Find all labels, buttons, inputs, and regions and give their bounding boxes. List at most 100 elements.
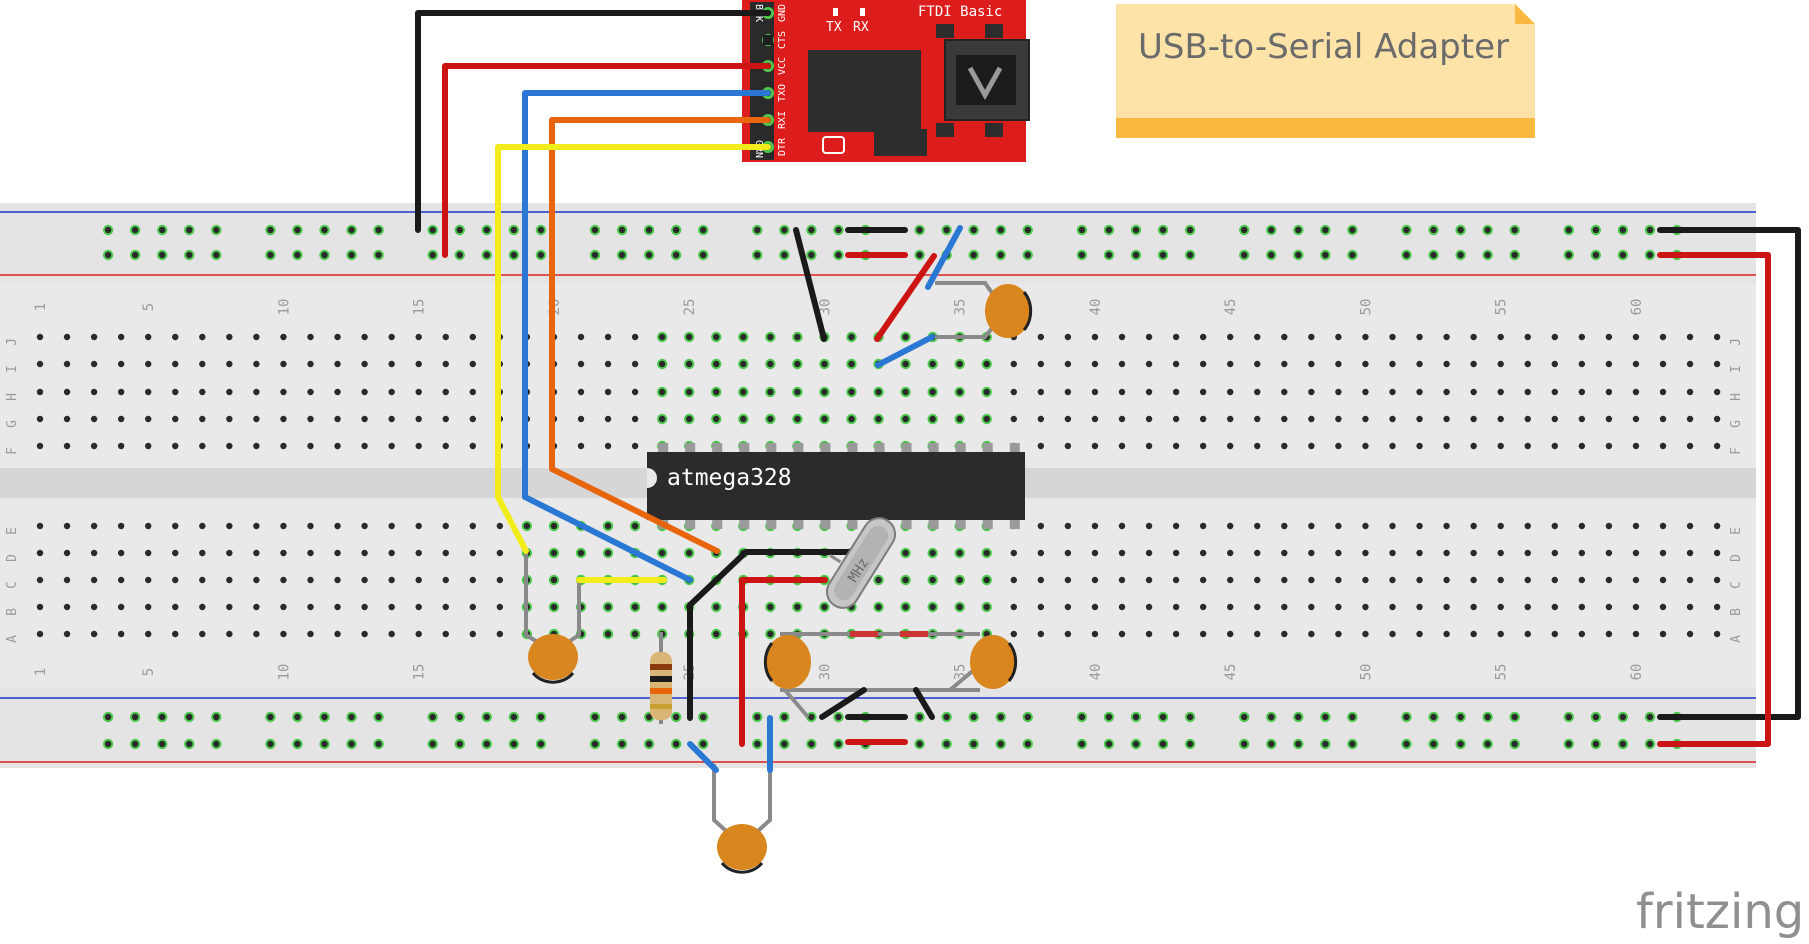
note-corner-fold	[1515, 4, 1535, 24]
rail-hole	[1266, 224, 1277, 236]
breadboard-hole	[253, 388, 260, 396]
breadboard-hole	[629, 601, 641, 613]
breadboard-hole	[1199, 630, 1207, 638]
breadboard-hole	[253, 549, 260, 557]
breadboard-hole	[1145, 549, 1153, 557]
rail-hole	[346, 249, 357, 261]
breadboard-hole	[36, 388, 44, 396]
breadboard-hole	[172, 576, 179, 584]
breadboard-hole	[1172, 522, 1180, 530]
breadboard-hole	[1578, 549, 1586, 557]
breadboard-hole	[63, 522, 71, 530]
breadboard-hole	[575, 547, 587, 559]
chip-pin	[901, 519, 912, 529]
rail-hole	[508, 738, 520, 750]
rail-hole	[427, 249, 438, 261]
rail-hole	[643, 224, 655, 236]
breadboard-hole	[1470, 388, 1477, 396]
wires	[415, 10, 1801, 773]
breadboard-hole	[469, 603, 476, 611]
breadboard-hole	[1551, 603, 1559, 611]
capacitor-body	[717, 824, 767, 870]
breadboard-hole	[684, 413, 695, 425]
breadboard-hole	[1064, 549, 1072, 557]
breadboard-hole	[1308, 360, 1315, 368]
breadboard-hole	[1497, 415, 1504, 423]
rail-hole	[914, 249, 925, 261]
breadboard-hole	[684, 331, 695, 343]
breadboard-hole	[1091, 415, 1099, 423]
breadboard-hole	[469, 630, 476, 638]
breadboard-hole	[602, 547, 614, 559]
rail-hole	[670, 711, 682, 723]
breadboard-hole	[226, 603, 233, 611]
row-letter: C	[5, 581, 20, 589]
rail-hole	[1401, 249, 1412, 261]
breadboard-hole	[280, 388, 287, 396]
breadboard-hole	[36, 415, 44, 423]
rail-hole	[129, 249, 141, 261]
breadboard-labels: 1155101015152020252530303535404045455050…	[5, 299, 1744, 681]
breadboard-hole	[1632, 549, 1640, 557]
rail-hole	[1239, 711, 1250, 723]
breadboard-hole	[1470, 360, 1477, 368]
breadboard-hole	[1091, 333, 1099, 341]
breadboard-hole	[1118, 442, 1126, 450]
breadboard-hole	[1118, 630, 1126, 638]
breadboard-hole	[1524, 360, 1531, 368]
rail-hole	[833, 249, 844, 261]
breadboard-hole	[1091, 576, 1099, 584]
capacitor-edge	[1007, 642, 1018, 682]
breadboard-hole	[172, 333, 179, 341]
rail-hole	[292, 224, 303, 236]
breadboard-hole	[1118, 576, 1126, 584]
breadboard-hole	[361, 415, 368, 423]
breadboard-hole	[1578, 603, 1586, 611]
breadboard-hole	[307, 522, 314, 530]
rail-hole	[1644, 711, 1656, 723]
breadboard-hole	[1524, 576, 1531, 584]
rail-hole	[265, 738, 276, 750]
rail-hole	[481, 224, 492, 236]
breadboard-hole	[415, 576, 422, 584]
breadboard-hole	[819, 358, 830, 370]
breadboard-hole	[900, 358, 911, 370]
ftdi-pin-label: GND	[777, 4, 788, 22]
rail-hole	[968, 738, 979, 750]
breadboard-hole	[604, 360, 612, 368]
components: MHz	[528, 284, 1033, 874]
rail-hole	[292, 711, 303, 723]
breadboard-hole	[656, 413, 668, 425]
breadboard-hole	[1308, 388, 1315, 396]
breadboard-hole	[1605, 576, 1613, 584]
rail-hole	[1022, 224, 1033, 236]
breadboard-hole	[442, 415, 449, 423]
breadboard-hole	[1145, 603, 1153, 611]
breadboard-hole	[388, 360, 395, 368]
rail-hole	[1320, 738, 1331, 750]
rail-hole	[427, 711, 438, 723]
breadboard-hole	[1470, 522, 1477, 530]
breadboard-hole	[1362, 388, 1369, 396]
rail-hole	[1428, 738, 1439, 750]
rail-hole	[833, 224, 844, 236]
breadboard-hole	[1497, 603, 1504, 611]
breadboard-hole	[415, 442, 422, 450]
breadboard-hole	[1578, 415, 1586, 423]
breadboard-hole	[1362, 603, 1369, 611]
column-number: 30	[817, 299, 833, 316]
breadboard-hole	[602, 628, 614, 640]
rail-hole	[508, 711, 520, 723]
breadboard-hole	[388, 388, 395, 396]
rail-hole	[806, 249, 817, 261]
breadboard-hole	[1145, 333, 1153, 341]
rail-hole	[1617, 249, 1629, 261]
row-letter: F	[1729, 447, 1744, 455]
breadboard-hole	[765, 601, 776, 613]
breadboard-hole	[1254, 630, 1261, 638]
breadboard-hole	[469, 549, 476, 557]
breadboard-hole	[1659, 415, 1667, 423]
rail-hole	[1293, 224, 1304, 236]
breadboard-hole	[711, 413, 722, 425]
